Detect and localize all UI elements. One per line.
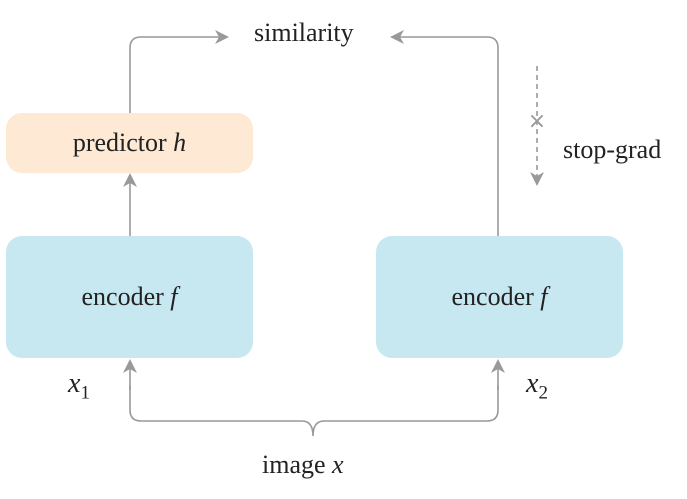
encoder-right-to-similarity-arrow: [390, 30, 499, 236]
encoder-left-text: encoder: [81, 282, 164, 311]
image-text: image: [262, 450, 326, 479]
x1-subscript: 1: [80, 382, 90, 404]
image-symbol: x: [332, 450, 344, 479]
x2-subscript: 2: [538, 382, 548, 404]
predictor-box: predictor h: [6, 113, 253, 173]
x2-symbol: x: [526, 368, 539, 399]
stop-grad-label: stop-grad: [563, 135, 662, 164]
encoder-right-symbol: f: [540, 282, 548, 311]
encoder-right-box: encoder f: [376, 236, 623, 358]
encoder-right-text: encoder: [451, 282, 534, 311]
predictor-symbol: h: [173, 128, 187, 157]
encoder-left-symbol: f: [170, 282, 178, 311]
image-to-encoders-brace: [129, 385, 499, 437]
predictor-to-similarity-arrow: [129, 30, 229, 113]
x2-label: x2: [526, 368, 548, 405]
stop-grad-cross-marker: ×: [528, 109, 546, 134]
x1-symbol: x: [68, 368, 81, 399]
encoder-left-box: encoder f: [6, 236, 253, 358]
image-label: image x: [262, 450, 344, 480]
similarity-label: similarity: [254, 18, 354, 47]
predictor-text: predictor: [72, 128, 167, 157]
x1-label: x1: [68, 368, 90, 405]
